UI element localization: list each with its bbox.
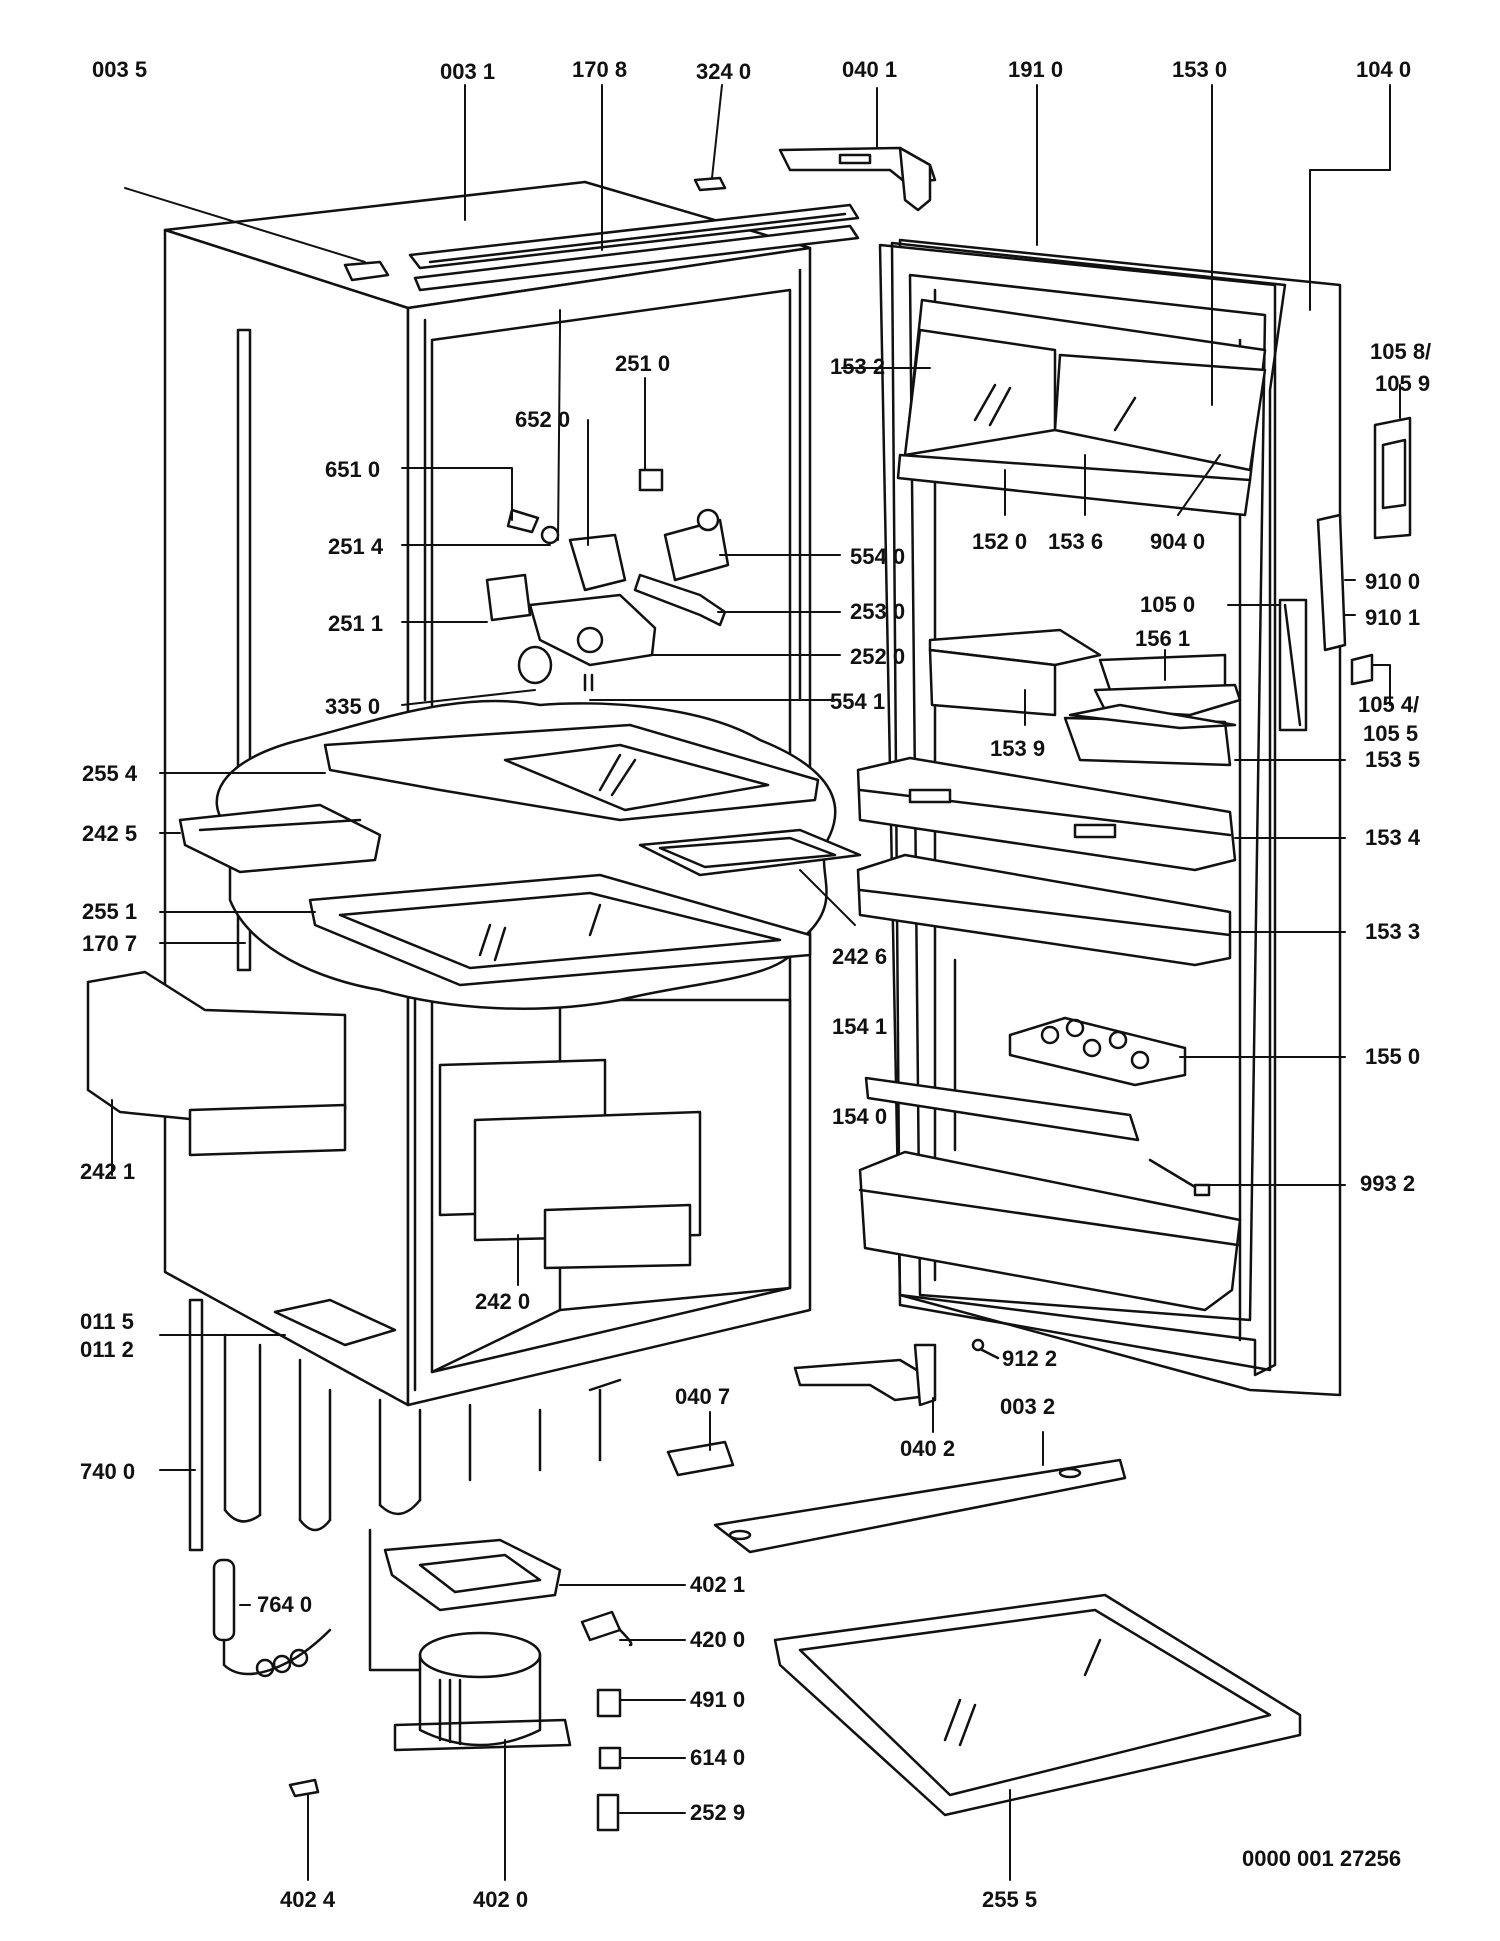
- hinge-top: [778, 146, 937, 212]
- part-label-0031: 003 1: [440, 59, 496, 84]
- part-label-2514: 251 4: [328, 534, 384, 559]
- compressor-mount: [383, 1538, 562, 1612]
- part-label-6520: 652 0: [515, 407, 571, 432]
- part-label-1550: 155 0: [1365, 1044, 1421, 1069]
- control-parts: [485, 468, 730, 692]
- part-label-1532: 153 2: [830, 354, 886, 379]
- part-label-5541: 554 1: [830, 689, 886, 714]
- shelf-cloud: [178, 699, 862, 1010]
- part-label-1054: 105 4/: [1358, 692, 1420, 717]
- egg-tray: [1008, 1016, 1187, 1087]
- part-label-0035: 003 5: [92, 57, 148, 82]
- leader-lines: [111, 84, 1401, 1881]
- part-label-9932: 993 2: [1360, 1171, 1416, 1196]
- top-trim-strips: [408, 203, 860, 292]
- glass-shelf-255-5: [773, 1593, 1302, 1817]
- part-label-1561: 156 1: [1135, 626, 1191, 651]
- small-parts: [580, 1610, 633, 1832]
- part-label-0407: 040 7: [675, 1384, 731, 1409]
- document-reference: 0000 001 27256: [1242, 1846, 1402, 1871]
- part-label-9040: 904 0: [1150, 529, 1206, 554]
- part-label-1707: 170 7: [82, 931, 138, 956]
- part-label-0402: 040 2: [900, 1436, 956, 1461]
- bracket-1058: [1373, 416, 1412, 540]
- part-label-6140: 614 0: [690, 1745, 746, 1770]
- part-label-2530: 253 0: [850, 599, 906, 624]
- part-label-2510: 251 0: [615, 351, 671, 376]
- part-label-9100: 910 0: [1365, 569, 1421, 594]
- part-label-0032: 003 2: [1000, 1394, 1056, 1419]
- part-label-6510: 651 0: [325, 457, 381, 482]
- part-label-1533: 153 3: [1365, 919, 1421, 944]
- part-label-4020: 402 0: [473, 1887, 529, 1912]
- part-label-4021: 402 1: [690, 1572, 746, 1597]
- hinge-bottom: [793, 1343, 937, 1407]
- dairy-compartment: [896, 298, 1267, 517]
- part-label-1540: 154 0: [832, 1104, 888, 1129]
- part-label-3350: 335 0: [325, 694, 381, 719]
- part-label-1534: 153 4: [1365, 825, 1421, 850]
- drier-764-0: [212, 1558, 332, 1678]
- part-label-4024: 402 4: [280, 1887, 336, 1912]
- part-label-2425: 242 5: [82, 821, 138, 846]
- part-label-2426: 242 6: [832, 944, 888, 969]
- part-label-2551: 255 1: [82, 899, 138, 924]
- part-label-1910: 191 0: [1008, 57, 1064, 82]
- part-label-1541: 154 1: [832, 1014, 888, 1039]
- plinth: [713, 1458, 1127, 1554]
- part-label-2511: 251 1: [328, 611, 384, 636]
- part-label-1530: 153 0: [1172, 57, 1228, 82]
- part-label-1539: 153 9: [990, 736, 1046, 761]
- part-label-7400: 740 0: [80, 1459, 136, 1484]
- part-label-2520: 252 0: [850, 644, 906, 669]
- part-label-1059: 105 9: [1375, 371, 1431, 396]
- part-label-1040: 104 0: [1356, 57, 1412, 82]
- part-label-2420: 242 0: [475, 1289, 531, 1314]
- part-label-4910: 491 0: [690, 1687, 746, 1712]
- door-shelf-153-3: [856, 853, 1232, 967]
- part-label-0115: 011 5: [80, 1309, 134, 1334]
- part-label-5540: 554 0: [850, 544, 906, 569]
- part-label-1708: 170 8: [572, 57, 628, 82]
- compressor: [368, 1528, 572, 1752]
- door-boxes: [928, 628, 1242, 767]
- condenser: [188, 1298, 622, 1552]
- crisper-242-0: [438, 1058, 702, 1270]
- part-label-7640: 764 0: [257, 1592, 313, 1617]
- part-label-1055: 105 5: [1363, 721, 1419, 746]
- part-label-1520: 152 0: [972, 529, 1028, 554]
- part-label-0112: 011 2: [80, 1337, 134, 1362]
- part-label-4200: 420 0: [690, 1627, 746, 1652]
- part-label-1536: 153 6: [1048, 529, 1104, 554]
- part-label-1050: 105 0: [1140, 592, 1196, 617]
- part-label-3240: 324 0: [696, 59, 752, 84]
- part-label-2421: 242 1: [80, 1159, 136, 1184]
- bin-242-1: [86, 970, 347, 1157]
- part-label-2554: 255 4: [82, 761, 138, 786]
- part-label-0401: 040 1: [842, 57, 898, 82]
- part-label-2555: 255 5: [982, 1887, 1038, 1912]
- part-label-9122: 912 2: [1002, 1346, 1058, 1371]
- bottle-shelf: [858, 1150, 1242, 1312]
- part-label-2529: 252 9: [690, 1800, 746, 1825]
- door-shelf-153-4: [856, 756, 1237, 872]
- part-label-1058: 105 8/: [1370, 339, 1432, 364]
- part-label-9101: 910 1: [1365, 605, 1421, 630]
- part-label-1535: 153 5: [1365, 747, 1421, 772]
